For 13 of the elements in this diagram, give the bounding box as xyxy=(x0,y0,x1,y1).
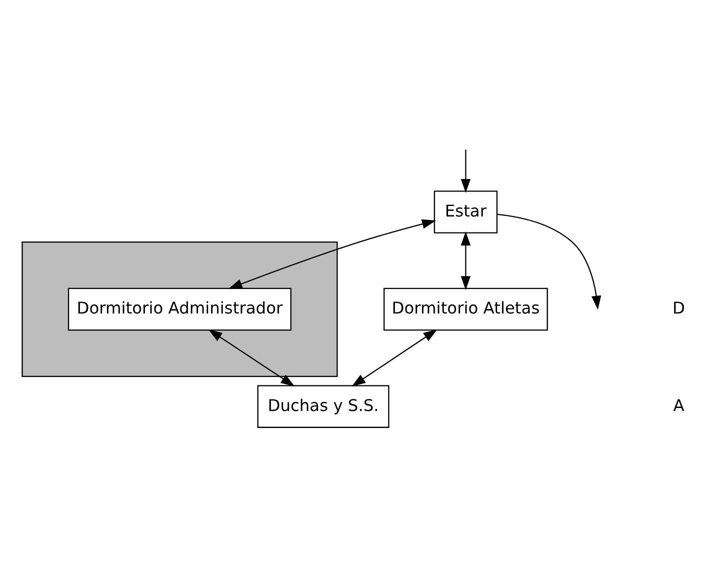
label: D xyxy=(672,298,686,318)
arrow xyxy=(460,231,471,290)
arrow xyxy=(208,328,295,386)
label: A xyxy=(673,395,684,414)
cluster xyxy=(22,241,338,376)
arrow xyxy=(228,218,436,288)
node-box: Duchas y S.S. xyxy=(257,384,390,428)
node-box: Dormitorio Atletas xyxy=(384,287,548,330)
node-box: Estar xyxy=(434,190,498,233)
node-box: Dormitorio Administrador xyxy=(68,287,292,330)
arrow xyxy=(497,213,602,310)
arrow xyxy=(460,149,471,192)
arrow xyxy=(352,328,438,386)
